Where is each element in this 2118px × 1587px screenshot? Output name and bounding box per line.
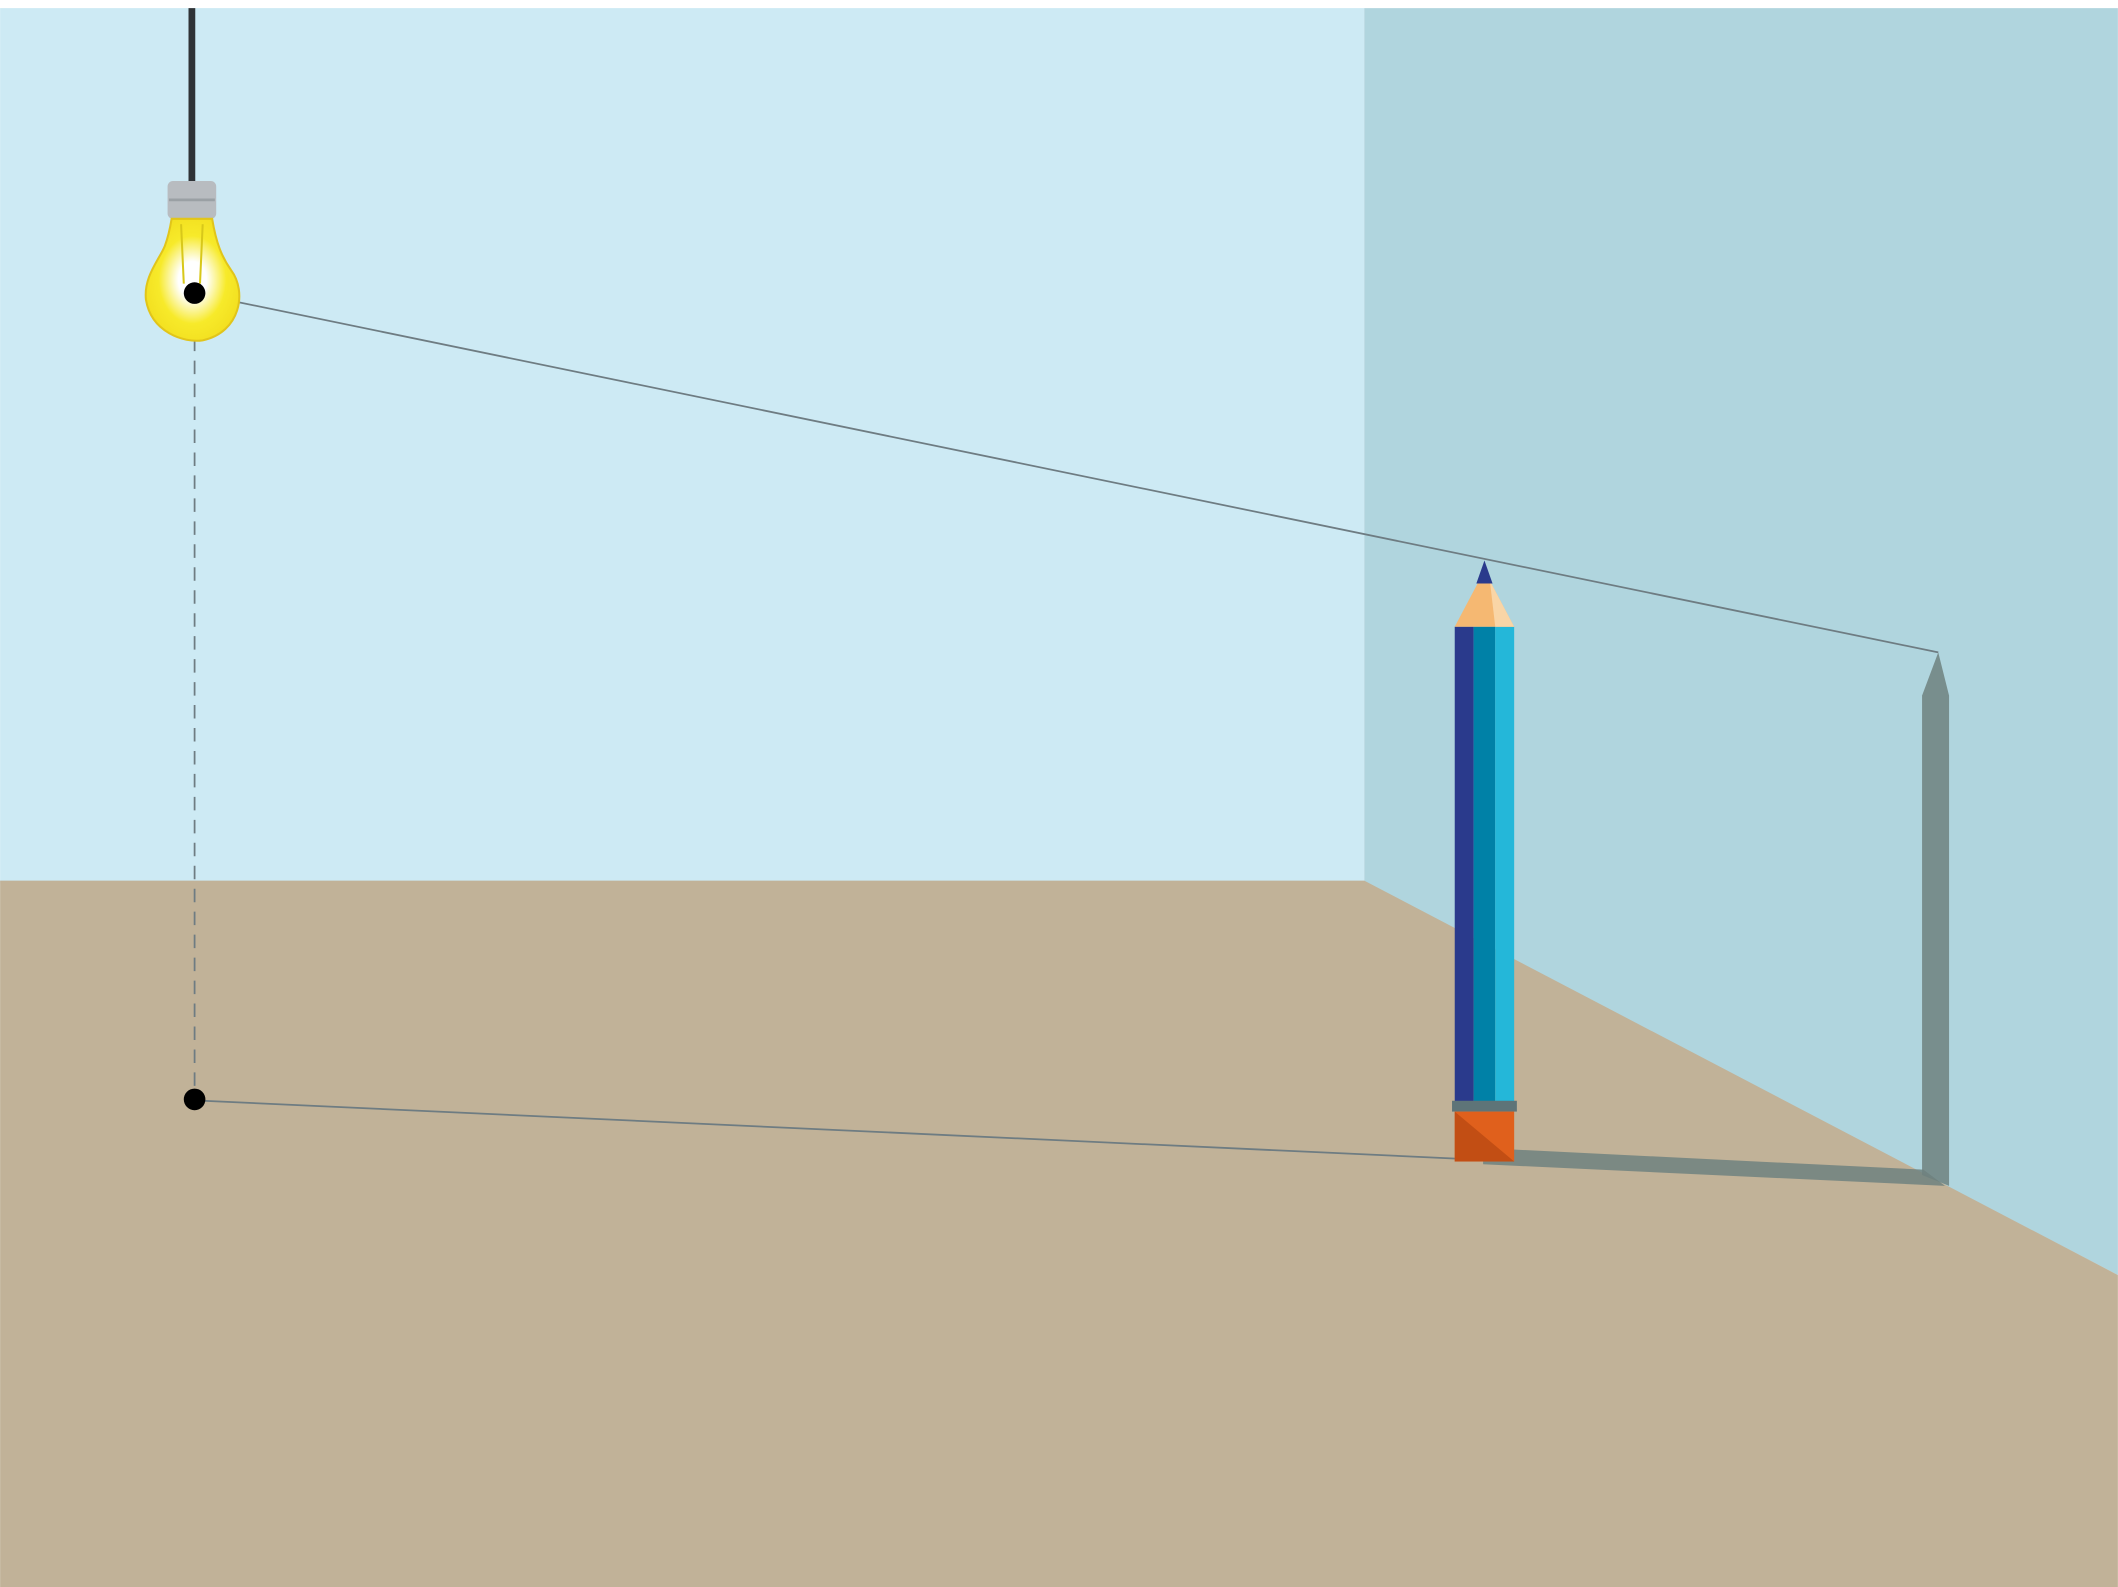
pencil-icon	[1452, 560, 1517, 1162]
bulb-filament	[180, 224, 204, 284]
floor	[0, 880, 2118, 1587]
light-ray-line	[226, 298, 1939, 654]
light-bulb-icon	[144, 180, 241, 342]
back-wall	[0, 8, 1365, 884]
light-source-point	[183, 282, 206, 304]
pencil-body-left	[1454, 626, 1474, 1108]
shadow-floor-part	[1483, 1148, 1946, 1186]
pencil-ferrule	[1452, 1100, 1517, 1112]
construction-lines	[193, 298, 1939, 1160]
pencil-body-middle	[1473, 626, 1496, 1108]
pencil-lead	[1476, 560, 1493, 584]
bulb-glass	[144, 217, 241, 342]
pencil-shadow	[1483, 652, 1950, 1186]
pencil-body-right	[1495, 626, 1515, 1108]
floor-projection-line	[202, 1099, 1462, 1160]
shadow-wall-part	[1922, 652, 1950, 1186]
floor-foot-point	[183, 1088, 206, 1111]
pencil-wood-highlight	[1489, 580, 1515, 627]
